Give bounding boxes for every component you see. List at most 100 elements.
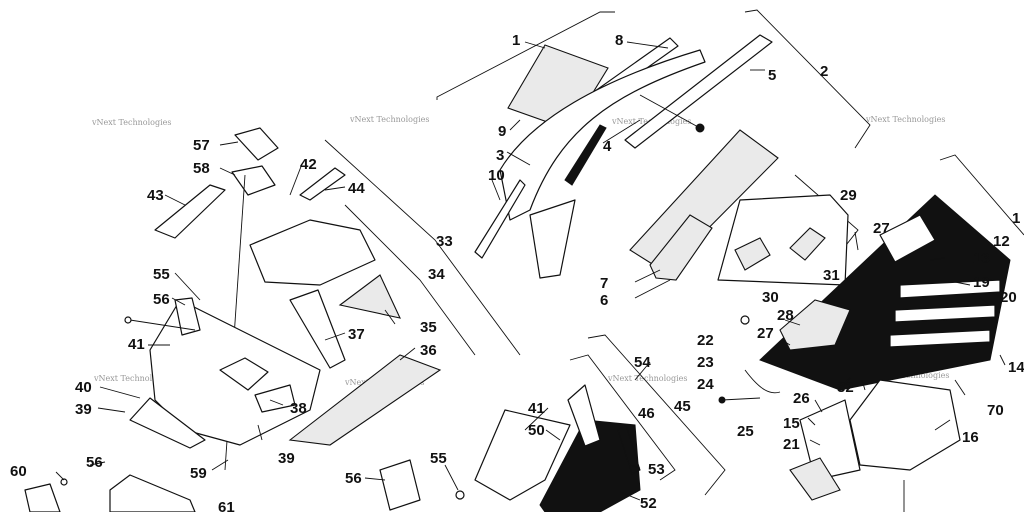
leader-line: [164, 194, 186, 206]
nose-pan-opening: [219, 357, 269, 391]
callout-28: 28: [777, 307, 794, 324]
callout-34: 34: [428, 266, 445, 283]
leader-line: [219, 141, 239, 146]
callout-38: 38: [290, 400, 307, 417]
leader-line: [781, 339, 791, 346]
callout-27: 27: [757, 325, 774, 342]
decal-right: [299, 167, 346, 201]
callout-55: 55: [153, 266, 170, 283]
leader-line: [257, 424, 263, 441]
callout-31: 31: [823, 267, 840, 284]
support-bracket: [289, 289, 346, 369]
bracket-1: [436, 11, 615, 100]
hood-side-panel: [499, 49, 706, 221]
washer-icon: [455, 490, 465, 500]
watermark: vNext Technologies: [607, 374, 687, 383]
leader-line: [634, 279, 671, 299]
callout-33: 33: [436, 233, 453, 250]
callout-41: 41: [128, 336, 145, 353]
callout-15: 15: [783, 415, 800, 432]
callout-23: 23: [697, 354, 714, 371]
mount-bracket: [174, 297, 201, 336]
leader-line: [524, 407, 549, 431]
hood-group: [436, 9, 871, 281]
callout-7: 7: [600, 275, 608, 292]
leader-line: [854, 231, 859, 251]
callout-27: 27: [873, 220, 890, 237]
cover-bracket: [567, 384, 601, 447]
callout-35: 35: [420, 319, 437, 336]
callout-16: 16: [962, 429, 979, 446]
front-cover-part: [109, 474, 196, 512]
leader-line: [545, 429, 561, 441]
mount-bracket-lower: [379, 459, 421, 511]
callout-56: 56: [86, 454, 103, 471]
callout-46: 46: [638, 405, 655, 422]
decal-stripe: [899, 279, 1001, 299]
cover-strip: [617, 424, 641, 475]
leader-line: [171, 297, 186, 306]
leader-line: [639, 94, 701, 129]
callout-32: 32: [837, 379, 854, 396]
side-pad: [338, 274, 401, 319]
nose-pan-trim: [129, 397, 206, 449]
leader-line: [634, 361, 651, 381]
callout-37: 37: [348, 326, 365, 343]
side-pad-lower: [649, 214, 713, 281]
callout-4: 4: [603, 138, 612, 155]
callout-39: 39: [75, 401, 92, 418]
callout-25: 25: [737, 423, 754, 440]
callout-42: 42: [300, 156, 317, 173]
leader-line: [324, 332, 346, 341]
callout-12: 12: [993, 233, 1010, 250]
leader-lines: [55, 41, 1006, 501]
callout-13: 13: [973, 250, 990, 267]
screw-icon: [60, 478, 68, 486]
bracket-45: [587, 334, 726, 496]
callout-24: 24: [697, 376, 714, 393]
leader-line: [491, 179, 501, 201]
leader-line: [219, 167, 236, 176]
callout-40: 40: [75, 379, 92, 396]
lower-bracket: [254, 384, 296, 413]
callout-6: 6: [600, 292, 608, 309]
leader-line: [721, 397, 761, 401]
screw-icon: [124, 316, 132, 324]
mesh-screen: [779, 299, 851, 351]
bracket-34: [344, 204, 476, 356]
leader-line: [506, 151, 531, 166]
callout-52: 52: [640, 495, 657, 512]
leader-line: [99, 386, 141, 399]
leader-line: [814, 399, 823, 413]
console-vent-icon: [789, 227, 826, 261]
leader-line: [89, 461, 106, 466]
cable-line: [744, 369, 781, 394]
leader-line: [626, 41, 669, 49]
leader-line: [629, 464, 641, 469]
callout-9: 9: [498, 123, 506, 140]
watermark: vNext Technologies: [91, 118, 171, 127]
callout-39: 39: [278, 450, 295, 467]
leader-line: [399, 347, 416, 361]
callout-70: 70: [987, 402, 1004, 419]
callout-59: 59: [190, 465, 207, 482]
callout-20: 20: [1000, 289, 1017, 306]
leader-line: [211, 459, 229, 471]
callout-43: 43: [147, 187, 164, 204]
leader-line: [55, 471, 65, 481]
leader-line: [524, 41, 546, 49]
gauge-bezel: [234, 127, 279, 161]
callout-2: 2: [820, 63, 828, 80]
leader-line: [839, 377, 851, 389]
callout-60: 60: [10, 463, 27, 480]
callout-5: 5: [768, 67, 776, 84]
leader-line: [861, 379, 866, 391]
callout-61: 61: [218, 499, 235, 512]
grille-plate: [789, 457, 841, 501]
watermark: vNext Technologies: [865, 115, 945, 124]
leader-line: [324, 186, 346, 191]
callout-56: 56: [153, 291, 170, 308]
bracket-33: [324, 139, 521, 356]
belly-pad: [288, 354, 442, 446]
